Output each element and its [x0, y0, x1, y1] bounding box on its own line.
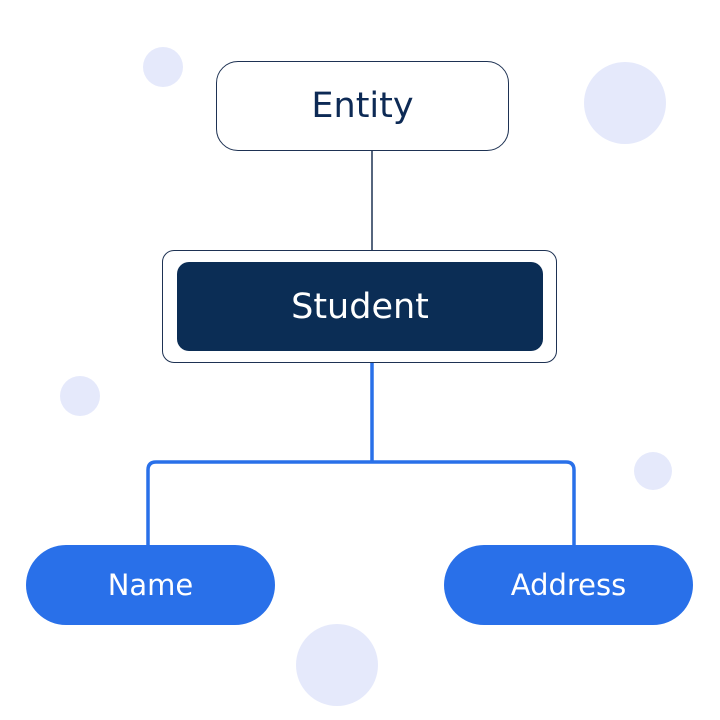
connector-student-attributes: [146, 361, 576, 547]
decorative-bubble: [584, 62, 666, 144]
decorative-bubble: [634, 452, 672, 490]
attribute-node-name: Name: [26, 545, 275, 625]
attribute-address-label: Address: [510, 568, 627, 602]
decorative-bubble: [143, 47, 183, 87]
student-node-label: Student: [291, 286, 429, 327]
entity-root-node: Entity: [216, 61, 509, 151]
student-node: Student: [177, 262, 543, 351]
attribute-node-address: Address: [444, 545, 693, 625]
entity-root-label: Entity: [311, 86, 414, 126]
decorative-bubble: [296, 624, 378, 706]
attribute-name-label: Name: [107, 568, 194, 602]
decorative-bubble: [60, 376, 100, 416]
